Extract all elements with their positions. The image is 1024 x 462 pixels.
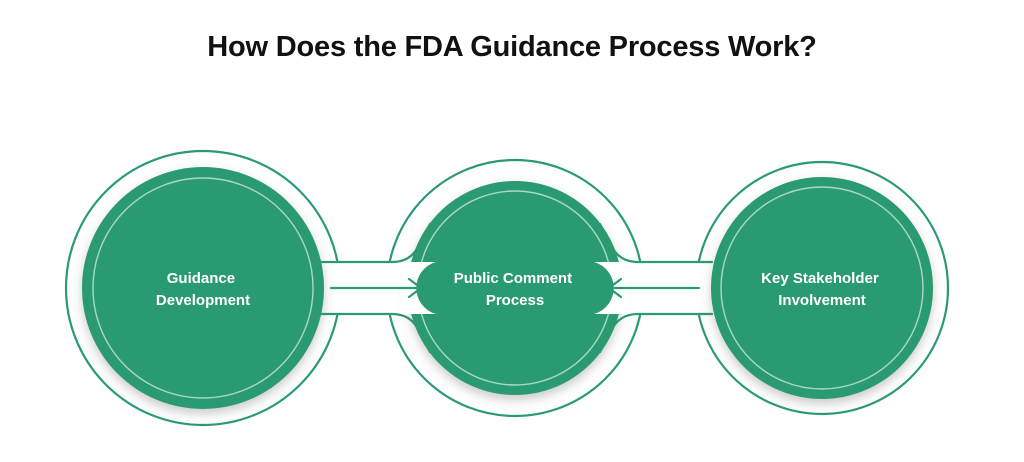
node-label-line1: Guidance: [167, 270, 235, 287]
node-key-stakeholder-involvement[interactable]: Key Stakeholder Involvement: [694, 160, 950, 416]
outer-ring-key-stakeholder-involvement: [694, 160, 950, 416]
node-label-guidance-development: Guidance Development: [156, 270, 250, 309]
node-label-line2: Development: [156, 292, 250, 309]
page-title: How Does the FDA Guidance Process Work?: [207, 31, 817, 63]
node-guidance-development[interactable]: Guidance Development: [64, 149, 342, 427]
pipe-lower-right-connector: [598, 312, 714, 354]
node-label-public-comment-process: Public Comment Process: [454, 270, 577, 309]
node-label-line1: Key Stakeholder: [761, 270, 879, 287]
arrowhead-right-to-center: [607, 277, 623, 299]
inner-ring-guidance-development: [92, 177, 314, 399]
node-label-line2: Process: [486, 292, 544, 309]
node-label-line2: Involvement: [778, 292, 866, 309]
node-label-line1: Public Comment: [454, 270, 572, 287]
inner-ring-key-stakeholder-involvement: [720, 186, 924, 390]
disc-guidance-development: [82, 167, 324, 409]
node-public-comment-process[interactable]: Public Comment Process: [385, 158, 645, 418]
disc-public-comment-process: [408, 181, 622, 395]
node-label-key-stakeholder-involvement: Key Stakeholder Involvement: [761, 270, 883, 309]
disc-key-stakeholder-involvement: [711, 177, 933, 399]
pipe-upper-right-connector: [598, 222, 714, 264]
connector-stakeholder-to-public-comment: [598, 222, 714, 354]
